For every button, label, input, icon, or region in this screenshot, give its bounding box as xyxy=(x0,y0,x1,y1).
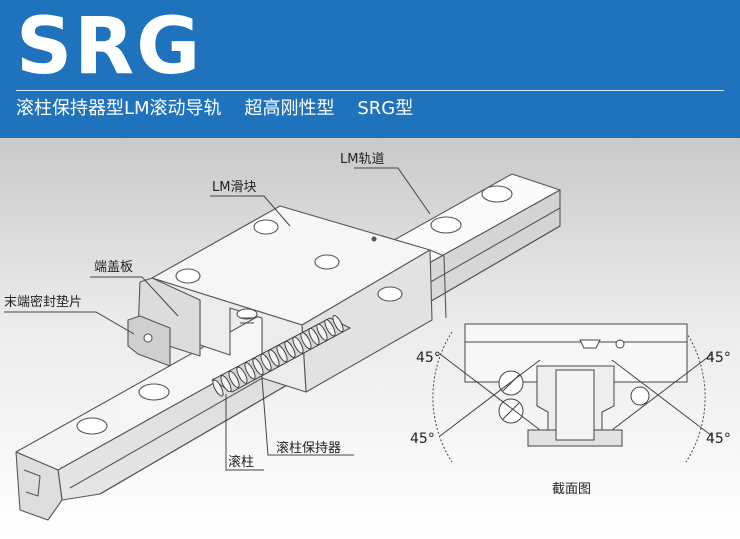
roller xyxy=(292,336,304,354)
label-roller-cage: 滚柱保持器 xyxy=(276,440,341,456)
block-bolt-hole xyxy=(314,254,340,270)
threaded-hole xyxy=(236,308,258,320)
leader-lines xyxy=(4,167,431,471)
label-lm-block: LM滑块 xyxy=(212,180,256,195)
angle-line-ur xyxy=(611,353,713,431)
rail-bolt-hole xyxy=(138,383,170,401)
arc-right xyxy=(685,331,706,463)
block-bolt-hole xyxy=(175,268,201,284)
rail-bolt-hole xyxy=(481,185,513,203)
arc-left xyxy=(432,331,453,463)
roller xyxy=(316,323,328,341)
roller xyxy=(332,314,344,333)
roller xyxy=(324,319,336,337)
angle-line-ul xyxy=(439,353,541,431)
header-banner: SRG 滚柱保持器型LM滚动导轨 超高刚性型 SRG型 xyxy=(0,0,740,138)
block-bolt-hole xyxy=(377,286,403,302)
roller xyxy=(260,353,272,371)
lm-block xyxy=(127,205,447,393)
roller xyxy=(268,349,280,367)
section-roller xyxy=(630,386,650,406)
rail-bolt-hole xyxy=(76,417,108,435)
roller xyxy=(308,327,320,345)
leader-roller-cage xyxy=(261,377,354,456)
label-end-seal: 末端密封垫片 xyxy=(4,294,82,310)
label-lm-rail: LM轨道 xyxy=(340,152,384,167)
section-grease-fitting xyxy=(579,339,601,349)
leader-roller xyxy=(225,394,264,471)
roller-cage-assembly xyxy=(211,314,351,397)
cross-section xyxy=(432,323,713,463)
label-roller: 滚柱 xyxy=(228,454,254,470)
angle-line-ll xyxy=(439,359,541,437)
rail-bolt-hole xyxy=(430,216,462,234)
leader-lm-rail xyxy=(354,167,431,215)
leader-end-seal xyxy=(4,311,135,335)
roller xyxy=(252,357,264,376)
grease-nipple xyxy=(371,236,377,242)
roller-row xyxy=(212,314,344,397)
product-subtitle: 滚柱保持器型LM滚动导轨 超高刚性型 SRG型 xyxy=(16,98,414,119)
roller xyxy=(228,370,240,388)
angle-line-lr xyxy=(611,359,713,437)
angle-label-upper-right: 45° xyxy=(706,350,731,366)
header-divider xyxy=(16,90,724,91)
guide-diagram: LM轨道 LM滑块 端盖板 末端密封垫片 滚柱保持器 滚柱 截面图 45° 45… xyxy=(0,138,740,539)
section-bolt xyxy=(555,369,595,441)
roller xyxy=(220,375,232,393)
block-bolt-hole xyxy=(253,219,279,235)
section-screw xyxy=(615,339,625,349)
rail-end-groove xyxy=(23,469,41,497)
angle-label-lower-left: 45° xyxy=(410,431,435,447)
angle-label-upper-left: 45° xyxy=(416,350,441,366)
leader-lm-block xyxy=(210,195,291,227)
roller xyxy=(244,362,256,380)
block-edge-2 xyxy=(443,255,447,319)
angle-label-lower-right: 45° xyxy=(706,431,731,447)
roller-hatch-2 xyxy=(502,402,520,420)
product-title: SRG xyxy=(16,2,203,92)
roller xyxy=(236,366,248,384)
block-edge xyxy=(429,249,445,257)
roller xyxy=(300,332,312,350)
leader-end-plate xyxy=(90,276,179,317)
roller xyxy=(284,340,296,358)
seal-screw xyxy=(143,333,153,343)
roller xyxy=(212,379,224,397)
label-end-plate: 端盖板 xyxy=(94,260,133,275)
label-cross-section: 截面图 xyxy=(552,482,591,497)
roller xyxy=(276,345,288,363)
